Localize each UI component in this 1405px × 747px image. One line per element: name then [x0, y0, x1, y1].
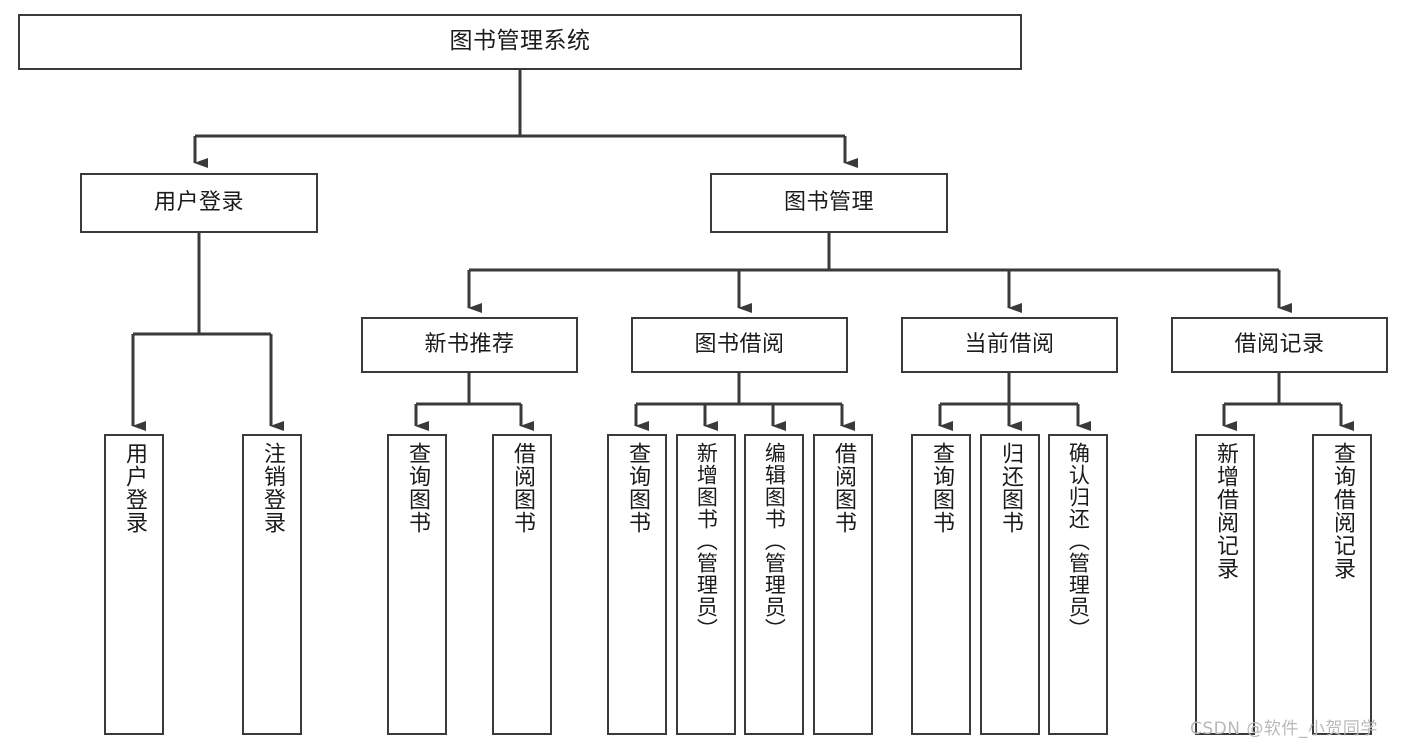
node-borrow-record[interactable]: 借阅记录 [1171, 317, 1388, 373]
leaf-borrow-book[interactable]: 借阅图书 [813, 434, 873, 735]
watermark-credit: CSDN @软件_小贺同学 [1190, 719, 1378, 739]
node-book-borrow[interactable]: 图书借阅 [631, 317, 848, 373]
leaf-new-book-borrow-label: 借阅图书 [509, 442, 535, 534]
leaf-logout-label: 注销登录 [259, 442, 285, 534]
leaf-query-borrow-record-label: 查询借阅记录 [1329, 442, 1355, 580]
leaf-return-book[interactable]: 归还图书 [980, 434, 1040, 735]
leaf-borrow-book-label: 借阅图书 [830, 442, 856, 534]
node-new-book-recommend[interactable]: 新书推荐 [361, 317, 578, 373]
leaf-return-book-label: 归还图书 [997, 442, 1023, 534]
node-new-book-recommend-label: 新书推荐 [424, 331, 515, 357]
node-book-management[interactable]: 图书管理 [710, 173, 948, 233]
leaf-confirm-return-admin[interactable]: 确认归还（管理员） [1048, 434, 1108, 735]
node-user-login[interactable]: 用户登录 [80, 173, 318, 233]
leaf-add-book-admin[interactable]: 新增图书（管理员） [676, 434, 736, 735]
leaf-new-book-borrow[interactable]: 借阅图书 [492, 434, 552, 735]
leaf-edit-book-admin[interactable]: 编辑图书（管理员） [744, 434, 804, 735]
leaf-logout[interactable]: 注销登录 [242, 434, 302, 735]
leaf-user-login[interactable]: 用户登录 [104, 434, 164, 735]
node-user-login-label: 用户登录 [153, 189, 244, 215]
leaf-current-query-book[interactable]: 查询图书 [911, 434, 971, 735]
node-book-management-label: 图书管理 [783, 189, 874, 215]
leaf-query-borrow-record[interactable]: 查询借阅记录 [1312, 434, 1372, 735]
node-borrow-record-label: 借阅记录 [1234, 331, 1325, 357]
leaf-new-book-query-label: 查询图书 [404, 442, 430, 534]
leaf-user-login-label: 用户登录 [121, 442, 147, 534]
leaf-add-borrow-record-label: 新增借阅记录 [1212, 442, 1238, 580]
leaf-new-book-query[interactable]: 查询图书 [387, 434, 447, 735]
node-root-system[interactable]: 图书管理系统 [18, 14, 1022, 70]
leaf-add-borrow-record[interactable]: 新增借阅记录 [1195, 434, 1255, 735]
leaf-add-book-admin-label: 新增图书（管理员） [694, 442, 719, 640]
leaf-confirm-return-admin-label: 确认归还（管理员） [1066, 442, 1091, 640]
node-current-borrow-label: 当前借阅 [964, 331, 1055, 357]
leaf-current-query-book-label: 查询图书 [928, 442, 954, 534]
node-root-system-label: 图书管理系统 [449, 28, 591, 55]
leaf-edit-book-admin-label: 编辑图书（管理员） [762, 442, 787, 640]
node-book-borrow-label: 图书借阅 [694, 331, 785, 357]
leaf-borrow-query-book[interactable]: 查询图书 [607, 434, 667, 735]
leaf-borrow-query-book-label: 查询图书 [624, 442, 650, 534]
node-current-borrow[interactable]: 当前借阅 [901, 317, 1118, 373]
